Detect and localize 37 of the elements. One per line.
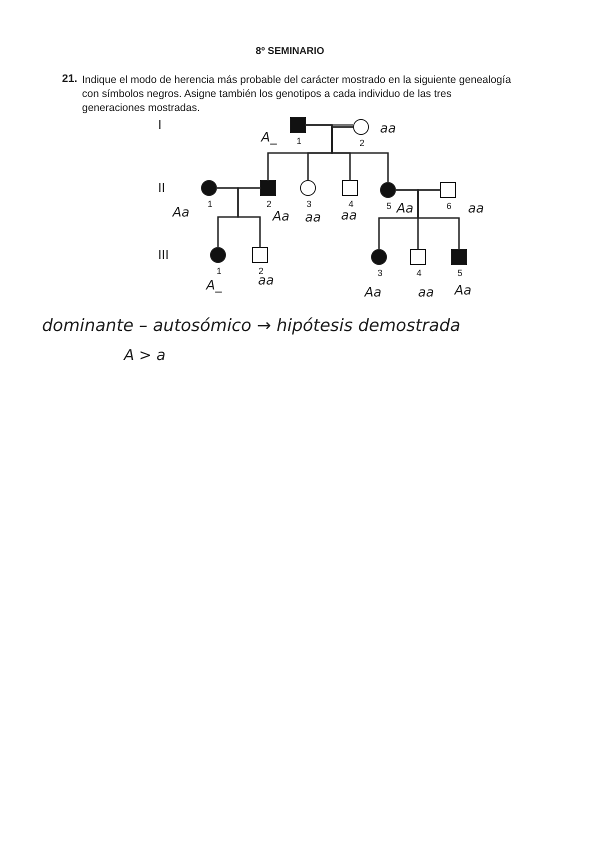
- descent-line: [237, 187, 261, 247]
- genotype-label: aa: [341, 208, 357, 224]
- individual-number: 2: [258, 266, 264, 276]
- genotype-label: Aa: [396, 202, 414, 216]
- genotype-label: A_: [206, 278, 222, 294]
- individual-number: 2: [360, 138, 364, 148]
- generation-label: III: [158, 247, 169, 262]
- individual-number: 6: [446, 201, 452, 211]
- genotype-label: A_: [261, 130, 277, 146]
- descent-line: [417, 189, 460, 249]
- individual-number: 5: [386, 201, 392, 211]
- genotype-label: aa: [418, 286, 434, 300]
- individual-number: 1: [216, 266, 222, 276]
- genotype-label: aa: [258, 274, 274, 288]
- generation-label: I: [158, 117, 162, 132]
- genotype-label: Aa: [172, 206, 190, 220]
- question-text: Indique el modo de herencia más probable del carácter mostrado en la siguiente genealogía con símbolos negros. Asigne también los genotipos a cada individuo de las tres generaciones mostradas.: [82, 73, 512, 115]
- generation-label: II: [158, 180, 166, 195]
- individual-number: 3: [306, 199, 312, 209]
- genotype-label: Aa: [364, 286, 382, 300]
- individual-number: 4: [416, 268, 422, 278]
- genotype-label: aa: [468, 202, 484, 216]
- question-number: 21.: [62, 73, 78, 85]
- individual-number: 5: [458, 268, 462, 278]
- genotype-label: Aa: [272, 210, 290, 224]
- individual-number: 3: [378, 268, 382, 278]
- handwritten-note: dominante – autosómico → hipótesis demostrada: [42, 316, 460, 336]
- individual-number: 1: [296, 136, 302, 146]
- individual-number: 2: [266, 199, 272, 209]
- individual-number: 1: [208, 199, 212, 209]
- genotype-label: aa: [380, 122, 396, 136]
- handwritten-note: A > a: [124, 346, 166, 364]
- descent-line: [331, 126, 389, 182]
- genotype-label: aa: [305, 210, 321, 226]
- individual-number: 4: [348, 199, 354, 209]
- genotype-label: Aa: [454, 284, 472, 298]
- heading: 8º SEMINARIO: [254, 46, 326, 57]
